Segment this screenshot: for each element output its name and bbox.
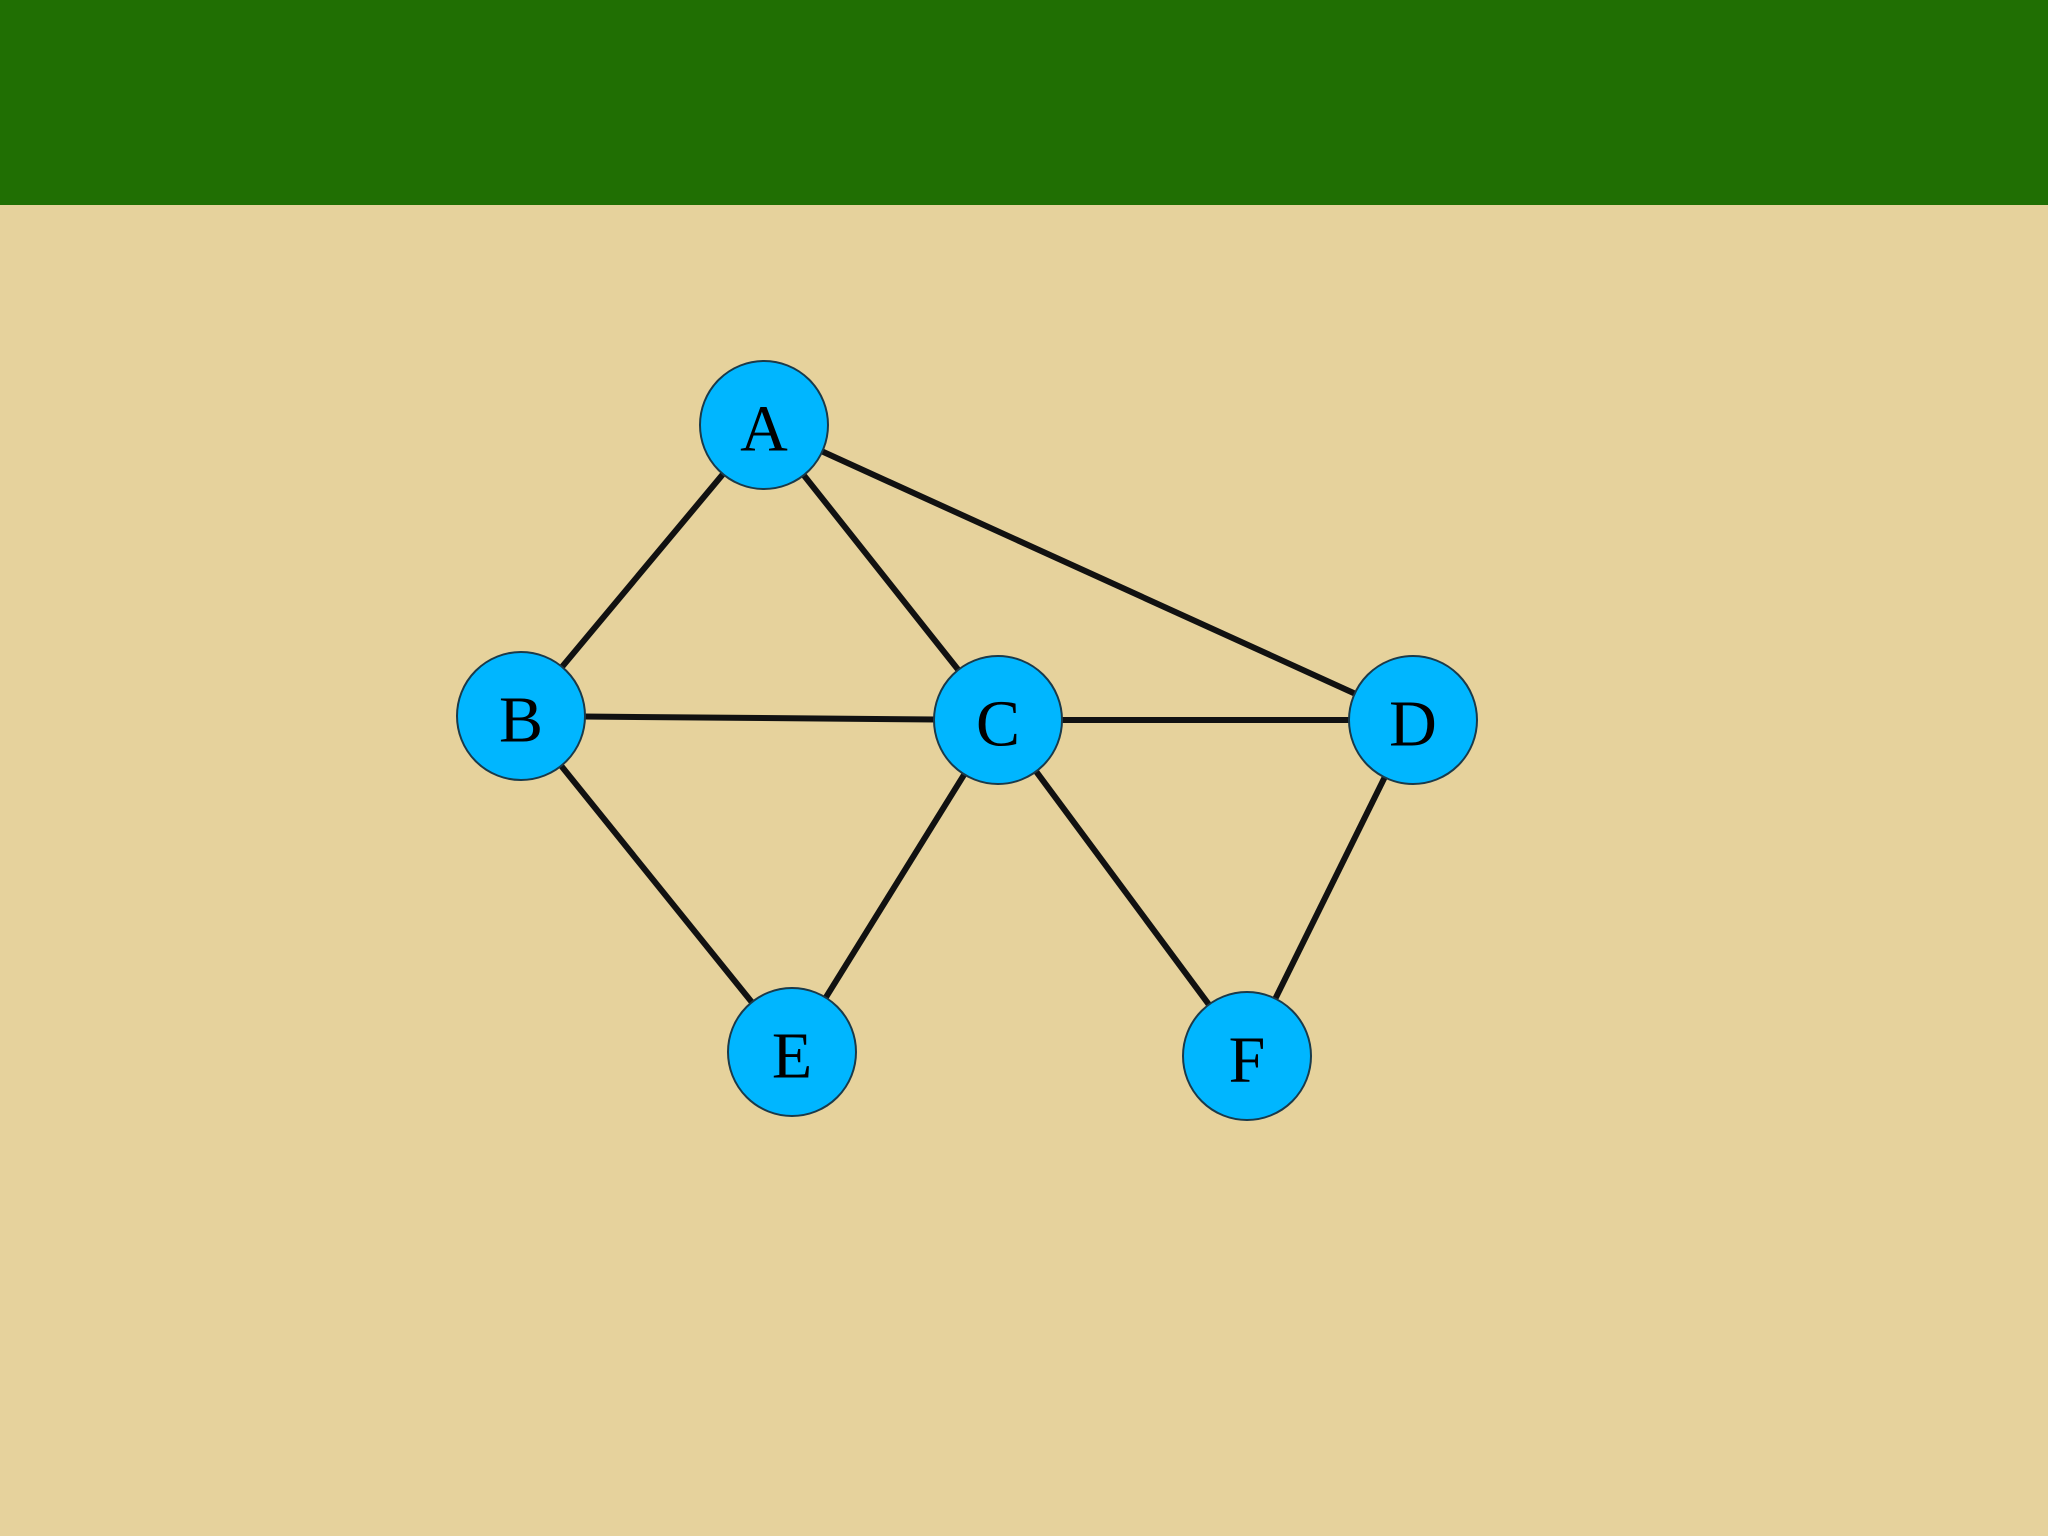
- node-circle: [1348, 655, 1478, 785]
- edge-a-c: [800, 471, 962, 674]
- header-band: [0, 0, 2048, 205]
- node-circle: [456, 651, 586, 781]
- node-label: A: [740, 393, 788, 466]
- node-label: F: [1229, 1024, 1266, 1097]
- edge-a-d: [819, 447, 1358, 698]
- node-circle: [727, 987, 857, 1117]
- node-c: C: [933, 655, 1063, 785]
- node-circle: [933, 655, 1063, 785]
- node-e: E: [727, 987, 857, 1117]
- node-label: C: [976, 688, 1020, 761]
- node-a: A: [699, 360, 829, 490]
- edge-c-e: [822, 771, 968, 1001]
- node-circle: [699, 360, 829, 490]
- edges-layer: [557, 447, 1389, 1008]
- edge-b-c: [582, 713, 937, 723]
- node-label: B: [499, 684, 543, 757]
- nodes-layer: A B C D E F: [456, 360, 1478, 1121]
- node-label: E: [772, 1020, 812, 1093]
- node-label: D: [1389, 688, 1437, 761]
- edge-d-f: [1271, 774, 1389, 1002]
- node-d: D: [1348, 655, 1478, 785]
- node-circle: [1182, 991, 1312, 1121]
- node-f: F: [1182, 991, 1312, 1121]
- edge-b-e: [557, 762, 756, 1006]
- edge-a-b: [558, 470, 727, 671]
- node-b: B: [456, 651, 586, 781]
- edge-c-f: [1032, 768, 1213, 1008]
